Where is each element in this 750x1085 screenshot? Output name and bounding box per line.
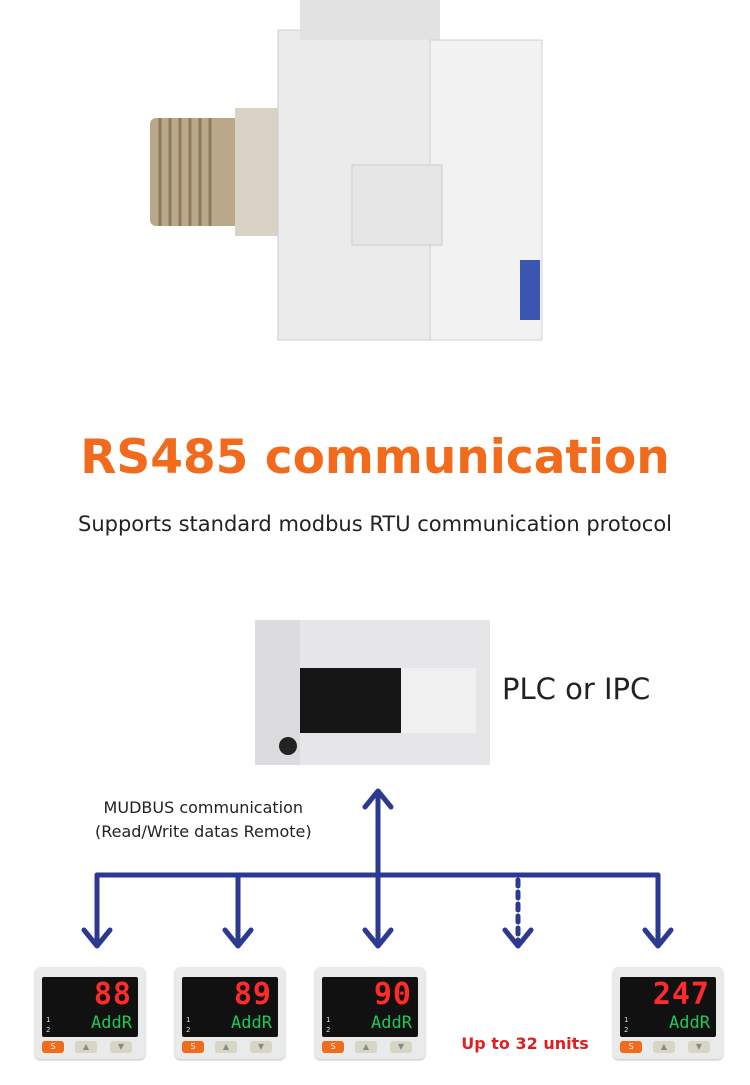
subtitle: Supports standard modbus RTU communicati… bbox=[77, 512, 673, 536]
bus-diagram bbox=[81, 788, 674, 949]
modbus-line1: MUDBUS communication bbox=[103, 798, 304, 817]
headline: RS485 communication bbox=[80, 430, 670, 485]
units-label: Up to 32 units bbox=[461, 1034, 589, 1053]
pressure-switch-photo bbox=[150, 0, 543, 341]
plc-label: PLC or IPC bbox=[502, 672, 651, 706]
arrow-down-icon bbox=[81, 872, 113, 949]
arrow-down-icon bbox=[642, 872, 674, 949]
modbus-caption: MUDBUS communication (Read/Write datas R… bbox=[95, 796, 312, 844]
arrow-down-icon bbox=[222, 872, 254, 949]
double-arrow-icon bbox=[362, 788, 394, 949]
modbus-line2: (Read/Write datas Remote) bbox=[95, 822, 312, 841]
plc-image bbox=[255, 620, 490, 765]
